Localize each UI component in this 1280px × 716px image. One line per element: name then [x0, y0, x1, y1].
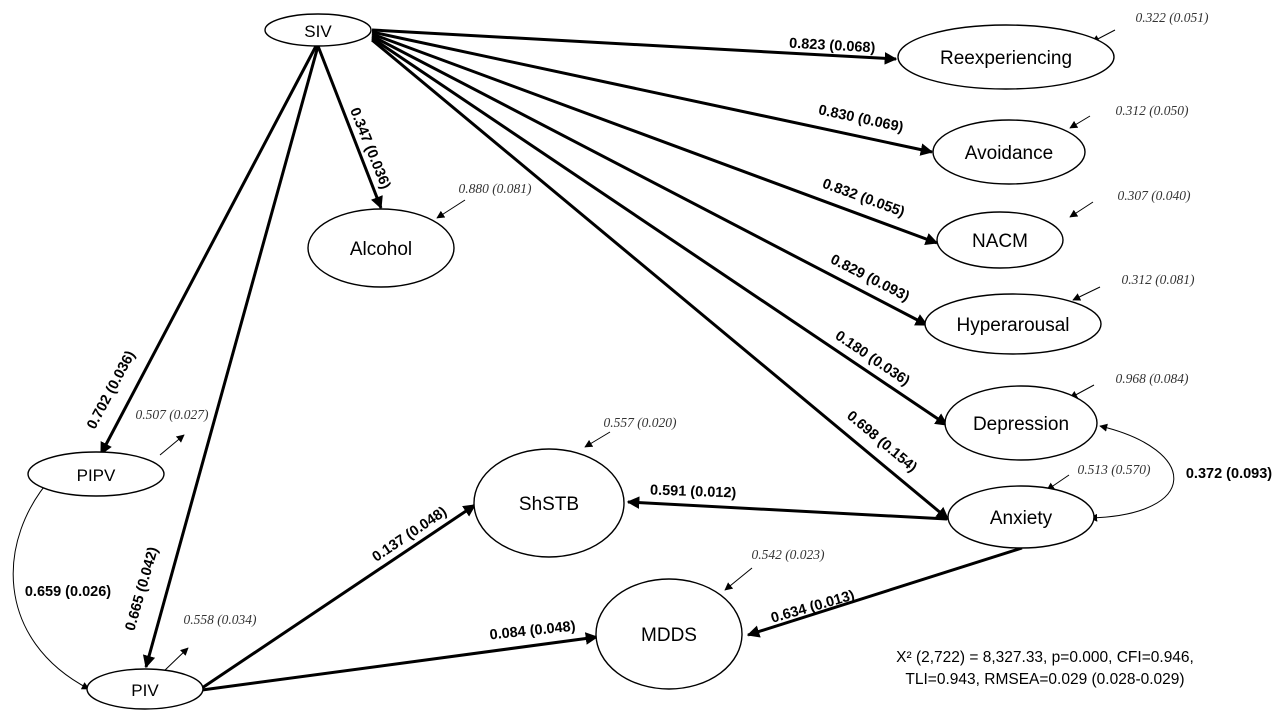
residual-avoidance: 0.312 (0.050)	[1115, 103, 1189, 118]
path-siv-piv	[142, 45, 320, 669]
coef-piv-mdds: 0.084 (0.048)	[489, 619, 577, 644]
coef-siv-pipv: 0.702 (0.036)	[84, 348, 139, 432]
path-siv-avoidance	[371, 30, 934, 156]
residual-reexperiencing: 0.322 (0.051)	[1135, 10, 1209, 25]
path-siv-anxiety	[371, 38, 949, 521]
node-label-hyperarousal: Hyperarousal	[957, 315, 1070, 336]
coef-depression-anxiety: 0.372 (0.093)	[1186, 466, 1272, 482]
node-piv: PIV	[86, 668, 204, 710]
node-label-reexperiencing: Reexperiencing	[940, 48, 1072, 69]
node-siv: SIV	[264, 13, 372, 47]
path-siv-reexperiencing	[371, 28, 898, 65]
node-label-piv: PIV	[131, 681, 159, 700]
covariance-depression-anxiety	[1089, 423, 1175, 522]
node-avoidance: Avoidance	[932, 119, 1086, 185]
path-siv-nacm	[371, 32, 939, 245]
coef-siv-depression: 0.180 (0.036)	[832, 328, 913, 390]
residual-arrow-mdds	[724, 567, 753, 591]
residual-nacm: 0.307 (0.040)	[1117, 188, 1191, 203]
node-shstb: ShSTB	[473, 448, 625, 558]
residual-arrow-pipv	[159, 434, 185, 456]
residual-arrow-anxiety	[1046, 474, 1070, 491]
node-hyperarousal: Hyperarousal	[924, 293, 1102, 355]
node-label-anxiety: Anxiety	[990, 508, 1053, 529]
residual-arrow-nacm	[1069, 201, 1094, 218]
node-pipv: PIPV	[27, 451, 165, 497]
residual-mdds: 0.542 (0.023)	[751, 547, 825, 562]
residual-anxiety: 0.513 (0.570)	[1077, 462, 1151, 477]
coef-pipv-piv: 0.659 (0.026)	[25, 584, 111, 600]
node-label-siv: SIV	[304, 22, 332, 41]
residual-shstb: 0.557 (0.020)	[603, 415, 677, 430]
path-arrows	[12, 28, 1175, 692]
node-anxiety: Anxiety	[947, 485, 1095, 549]
residual-pipv: 0.507 (0.027)	[135, 407, 209, 422]
coef-siv-piv: 0.665 (0.042)	[123, 545, 162, 632]
residual-depression: 0.968 (0.084)	[1115, 371, 1189, 386]
residual-alcohol: 0.880 (0.081)	[458, 181, 532, 196]
coef-anxiety-mdds: 0.634 (0.013)	[769, 588, 856, 627]
path-siv-depression	[371, 36, 949, 427]
residual-arrow-alcohol	[436, 199, 466, 219]
node-label-pipv: PIPV	[77, 466, 116, 485]
coef-anxiety-shstb: 0.591 (0.012)	[650, 483, 737, 502]
path-siv-hyperarousal	[371, 34, 929, 327]
path-anxiety-shstb	[626, 496, 948, 521]
residual-arrow-avoidance	[1069, 115, 1091, 129]
coef-siv-reexperiencing: 0.823 (0.068)	[789, 36, 876, 57]
covariance-pipv-piv	[12, 475, 90, 690]
variable-nodes: SIV Reexperiencing Avoidance NACM Hypera…	[27, 13, 1115, 710]
residual-arrow-hyperarousal	[1072, 286, 1101, 301]
node-label-mdds: MDDS	[641, 625, 697, 646]
path-siv-alcohol	[316, 45, 383, 210]
residual-arrow-piv	[162, 647, 189, 673]
node-alcohol: Alcohol	[307, 208, 455, 288]
node-reexperiencing: Reexperiencing	[897, 24, 1115, 90]
path-piv-mdds	[201, 632, 599, 692]
residual-hyperarousal: 0.312 (0.081)	[1121, 272, 1195, 287]
node-label-avoidance: Avoidance	[965, 143, 1053, 164]
residual-arrow-shstb	[584, 431, 611, 448]
node-depression: Depression	[944, 385, 1098, 461]
node-label-shstb: ShSTB	[519, 494, 579, 515]
node-label-alcohol: Alcohol	[350, 239, 412, 260]
node-nacm: NACM	[936, 211, 1064, 269]
fit-statistics-line-1: X² (2,722) = 8,327.33, p=0.000, CFI=0.94…	[896, 649, 1194, 666]
coef-piv-shstb: 0.137 (0.048)	[370, 504, 451, 566]
node-label-depression: Depression	[973, 414, 1069, 435]
path-anxiety-mdds	[746, 546, 1023, 638]
node-mdds: MDDS	[595, 578, 743, 690]
node-label-nacm: NACM	[972, 231, 1028, 252]
residual-labels: 0.322 (0.051) 0.312 (0.050) 0.307 (0.040…	[135, 10, 1209, 627]
path-siv-pipv	[99, 45, 318, 456]
residual-piv: 0.558 (0.034)	[183, 612, 257, 627]
path-piv-shstb	[201, 503, 477, 690]
fit-statistics-line-2: TLI=0.943, RMSEA=0.029 (0.028-0.029)	[905, 671, 1184, 688]
coef-siv-nacm: 0.832 (0.055)	[820, 176, 907, 221]
fit-statistics: X² (2,722) = 8,327.33, p=0.000, CFI=0.94…	[896, 649, 1194, 688]
